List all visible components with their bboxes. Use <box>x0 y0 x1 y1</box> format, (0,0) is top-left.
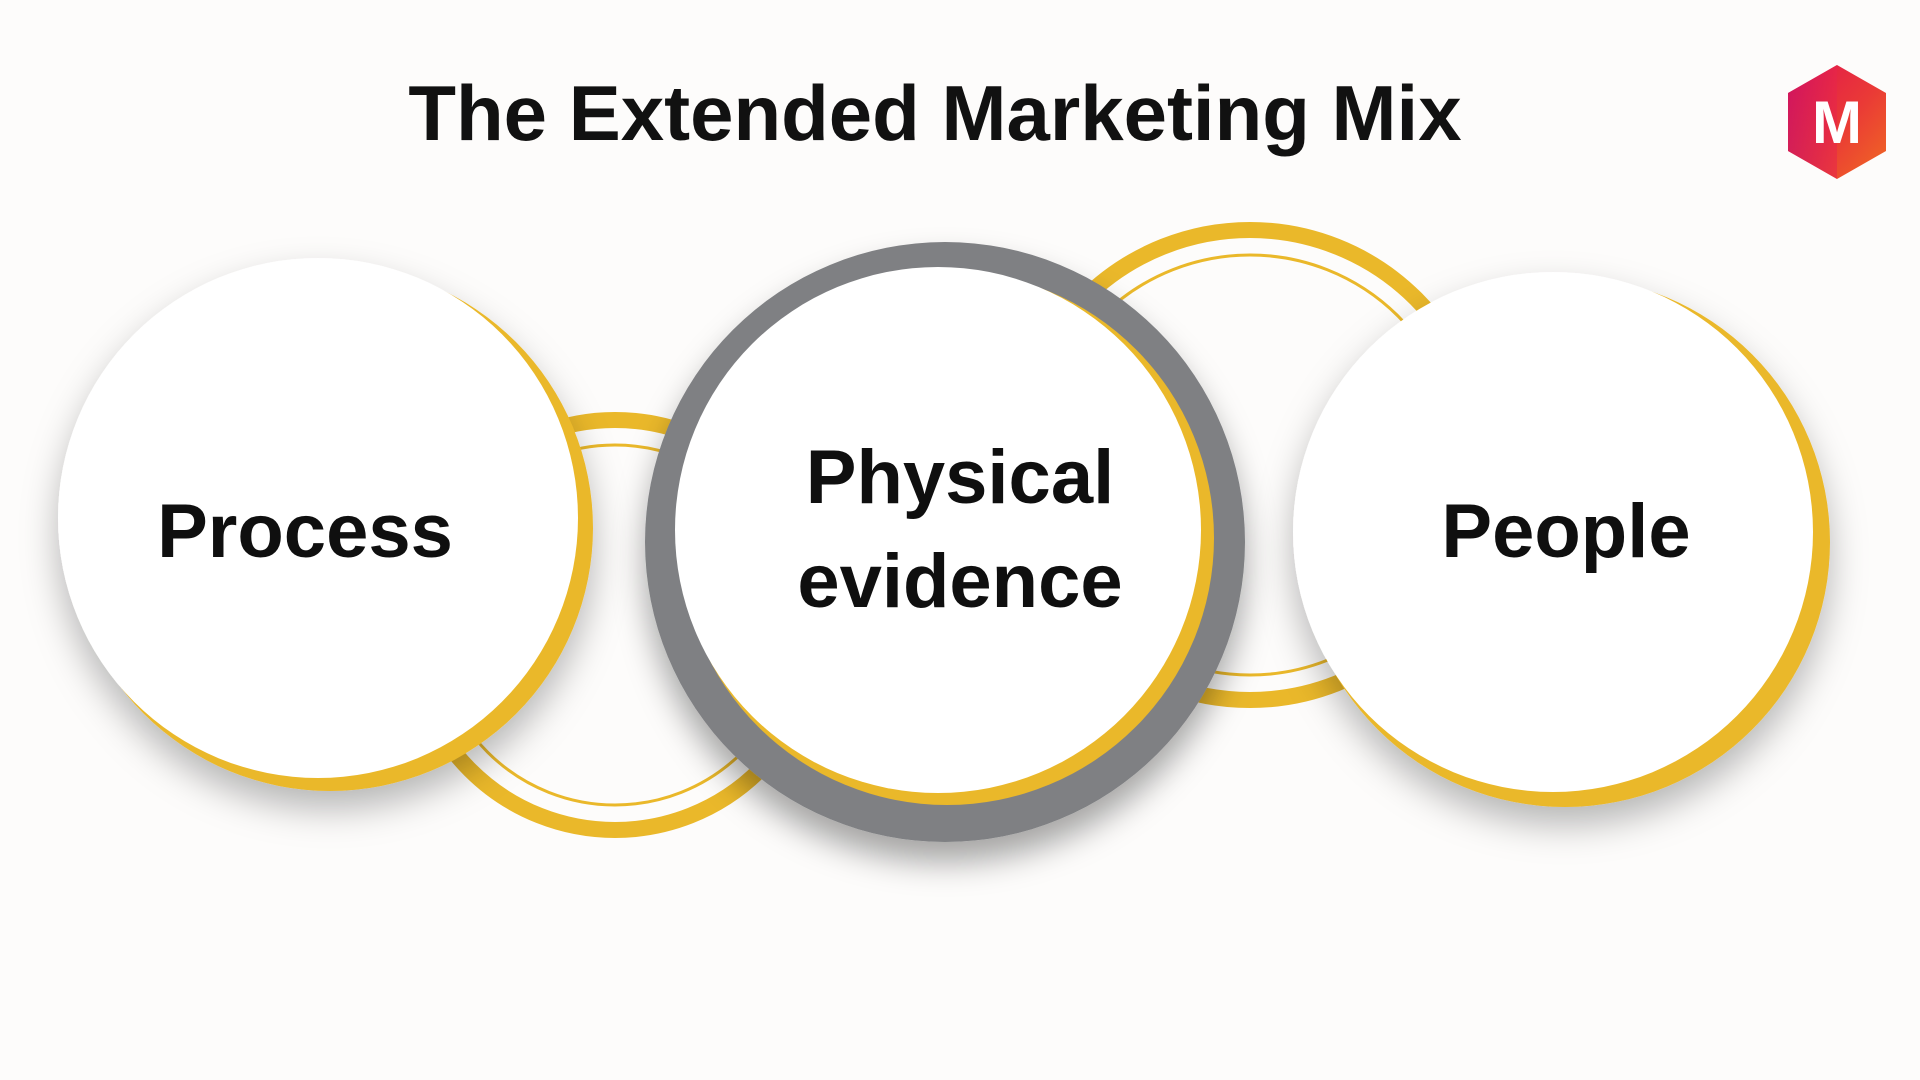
circle-people <box>1293 272 1830 807</box>
brand-logo-icon: M <box>1788 65 1886 179</box>
process-label: Process <box>157 489 453 574</box>
physical-evidence-line-1: Physical <box>805 435 1115 520</box>
logo-hexagon-shade <box>1788 65 1837 179</box>
physical-evidence-label: Physical evidence <box>730 426 1190 634</box>
circle-physical-evidence <box>645 242 1245 842</box>
page-title: The Extended Marketing Mix <box>408 69 1462 157</box>
physical-evidence-line-2: evidence <box>797 539 1123 624</box>
circle-process <box>58 258 593 791</box>
people-label: People <box>1441 489 1691 574</box>
logo-letter: M <box>1812 89 1862 156</box>
